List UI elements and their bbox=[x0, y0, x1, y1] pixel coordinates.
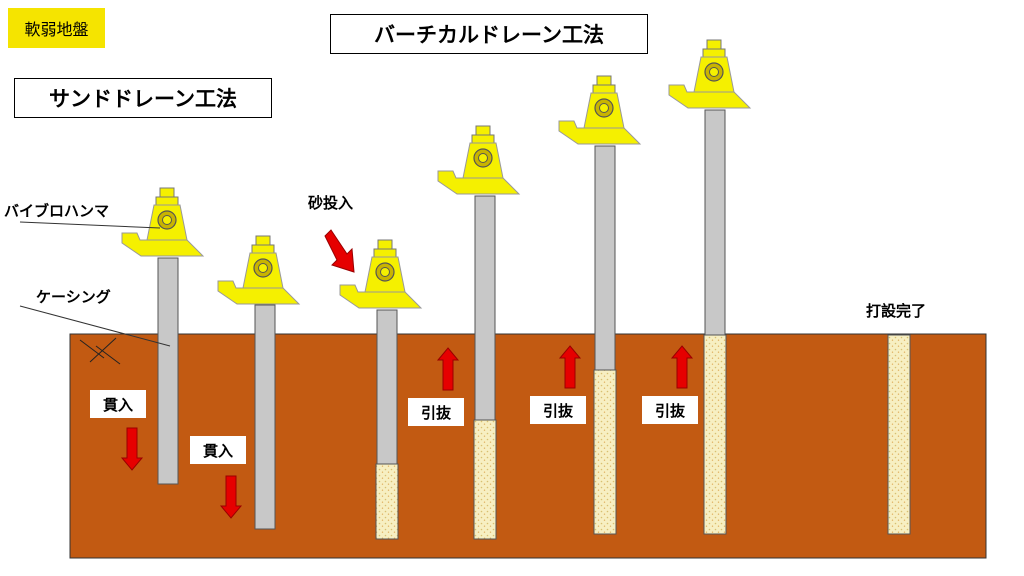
casing bbox=[704, 109, 726, 336]
pull-out-label-1: 引抜 bbox=[408, 398, 464, 426]
sand-input-label: 砂投入 bbox=[308, 194, 354, 212]
penetrate-label-1: 貫入 bbox=[90, 390, 146, 418]
stage-5 bbox=[558, 75, 641, 535]
sand-column bbox=[473, 419, 497, 540]
casing bbox=[474, 195, 496, 421]
casing bbox=[254, 304, 276, 530]
penetrate-label-2: 貫入 bbox=[190, 436, 246, 464]
casing-leader bbox=[19, 305, 171, 347]
stage-1 bbox=[121, 187, 204, 485]
vertical-drain-title: バーチカルドレーン工法 bbox=[330, 14, 648, 54]
vibro-hammer bbox=[668, 39, 751, 109]
sand-column bbox=[593, 369, 617, 535]
stage-6 bbox=[668, 39, 751, 535]
casing-label: ケーシング bbox=[36, 288, 111, 306]
pull-out-label-3: 引抜 bbox=[642, 396, 698, 424]
soft-ground-tag: 軟弱地盤 bbox=[8, 8, 105, 48]
vibro-hammer bbox=[437, 125, 520, 195]
vibro-hammer bbox=[217, 235, 300, 305]
casing bbox=[157, 257, 179, 485]
sand-column bbox=[703, 334, 727, 535]
casing bbox=[376, 309, 398, 465]
pull-out-label-2: 引抜 bbox=[530, 396, 586, 424]
vibro-hammer bbox=[558, 75, 641, 145]
stage-4 bbox=[437, 125, 520, 540]
stage-3 bbox=[339, 239, 422, 540]
sand-drain-title: サンドドレーン工法 bbox=[14, 78, 272, 118]
vibro-hammer bbox=[121, 187, 204, 257]
stage-7 bbox=[887, 334, 911, 535]
sand-column bbox=[375, 463, 399, 540]
vibro-hammer-label: バイブロハンマ bbox=[4, 202, 110, 220]
done-label: 打設完了 bbox=[866, 302, 927, 320]
sand-input-arrow-icon bbox=[324, 229, 355, 273]
sand-column bbox=[887, 334, 911, 535]
casing bbox=[594, 145, 616, 371]
ground-hatch bbox=[79, 337, 121, 365]
stage-2 bbox=[217, 235, 300, 530]
hammer-leader bbox=[19, 221, 161, 229]
